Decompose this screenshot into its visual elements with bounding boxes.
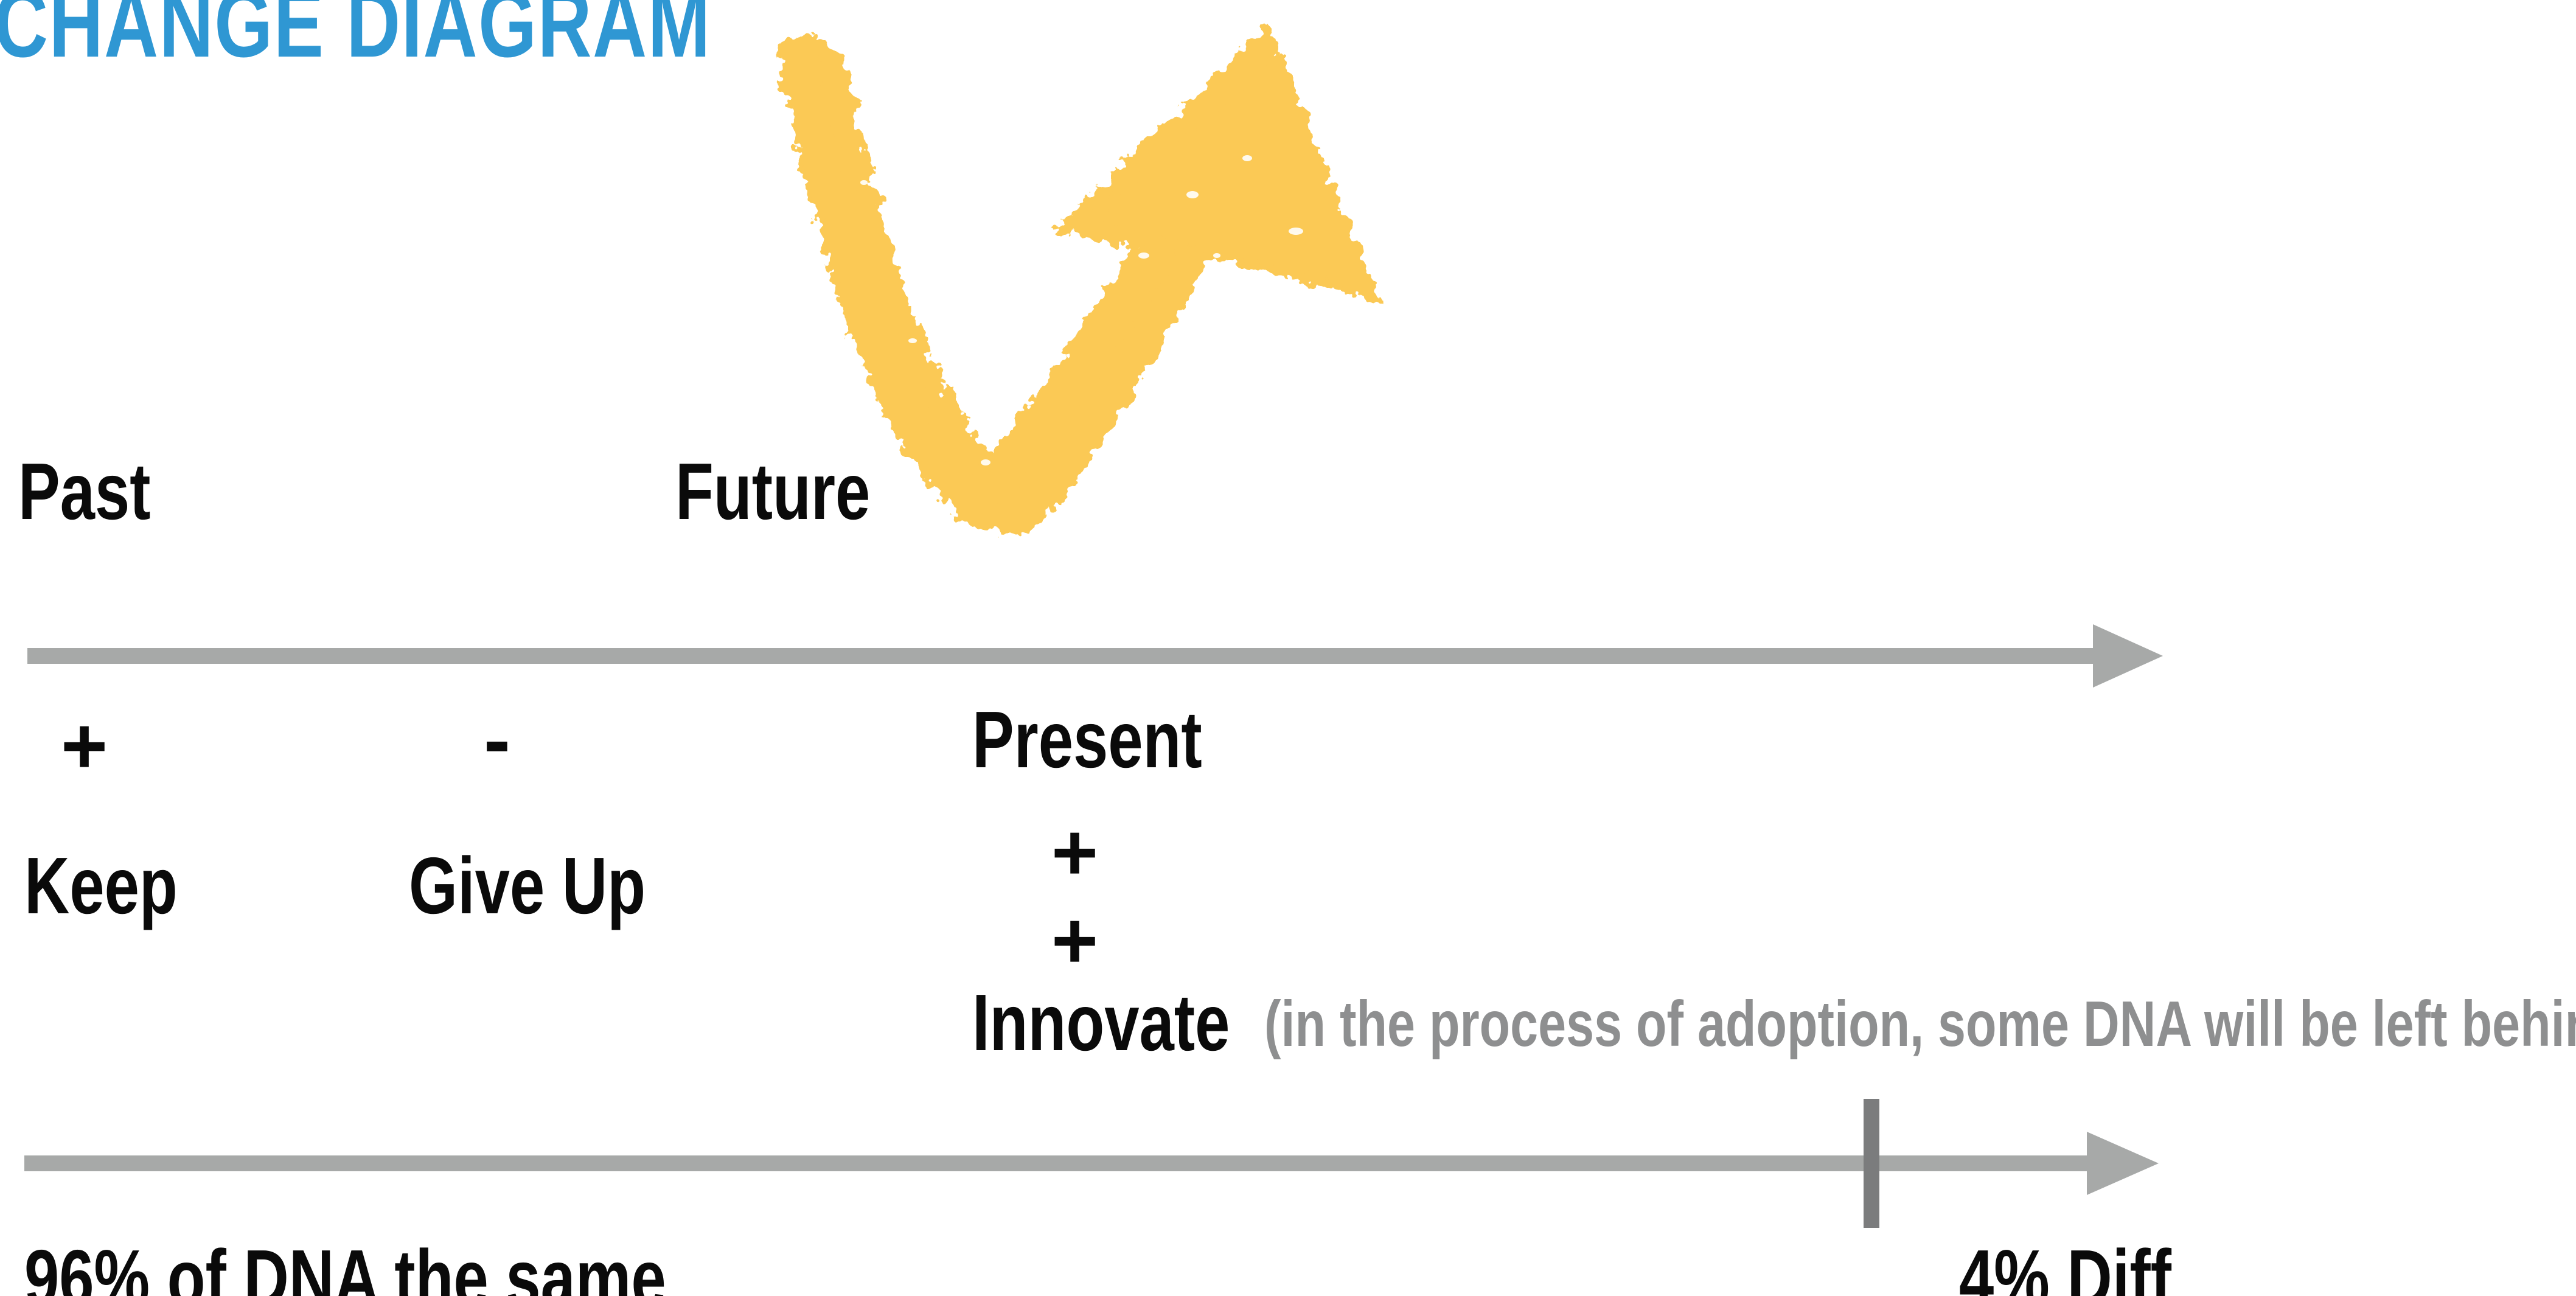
dna-same-label: 96% of DNA the same (24, 1233, 666, 1296)
dna-divergence-marker (1864, 1099, 1879, 1228)
keep-sign: + (61, 701, 108, 790)
give-up-label: Give Up (409, 841, 646, 930)
keep-label: Keep (24, 841, 178, 930)
present-plus-1: + (1051, 807, 1099, 897)
diagram-title: CHANGE DIAGRAM (0, 0, 711, 77)
present-plus-2: + (1051, 896, 1099, 985)
past-label: Past (18, 447, 151, 536)
top-timeline-arrow (27, 624, 2163, 688)
innovate-label: Innovate (972, 978, 1230, 1067)
dna-diff-label: 4% Diff (1959, 1233, 2171, 1296)
present-label: Present (972, 695, 1202, 784)
future-label: Future (675, 447, 871, 536)
adoption-note: (in the process of adoption, some DNA wi… (1264, 988, 2576, 1060)
dna-timeline-arrow (24, 1132, 2159, 1195)
give-up-sign: - (484, 695, 510, 784)
